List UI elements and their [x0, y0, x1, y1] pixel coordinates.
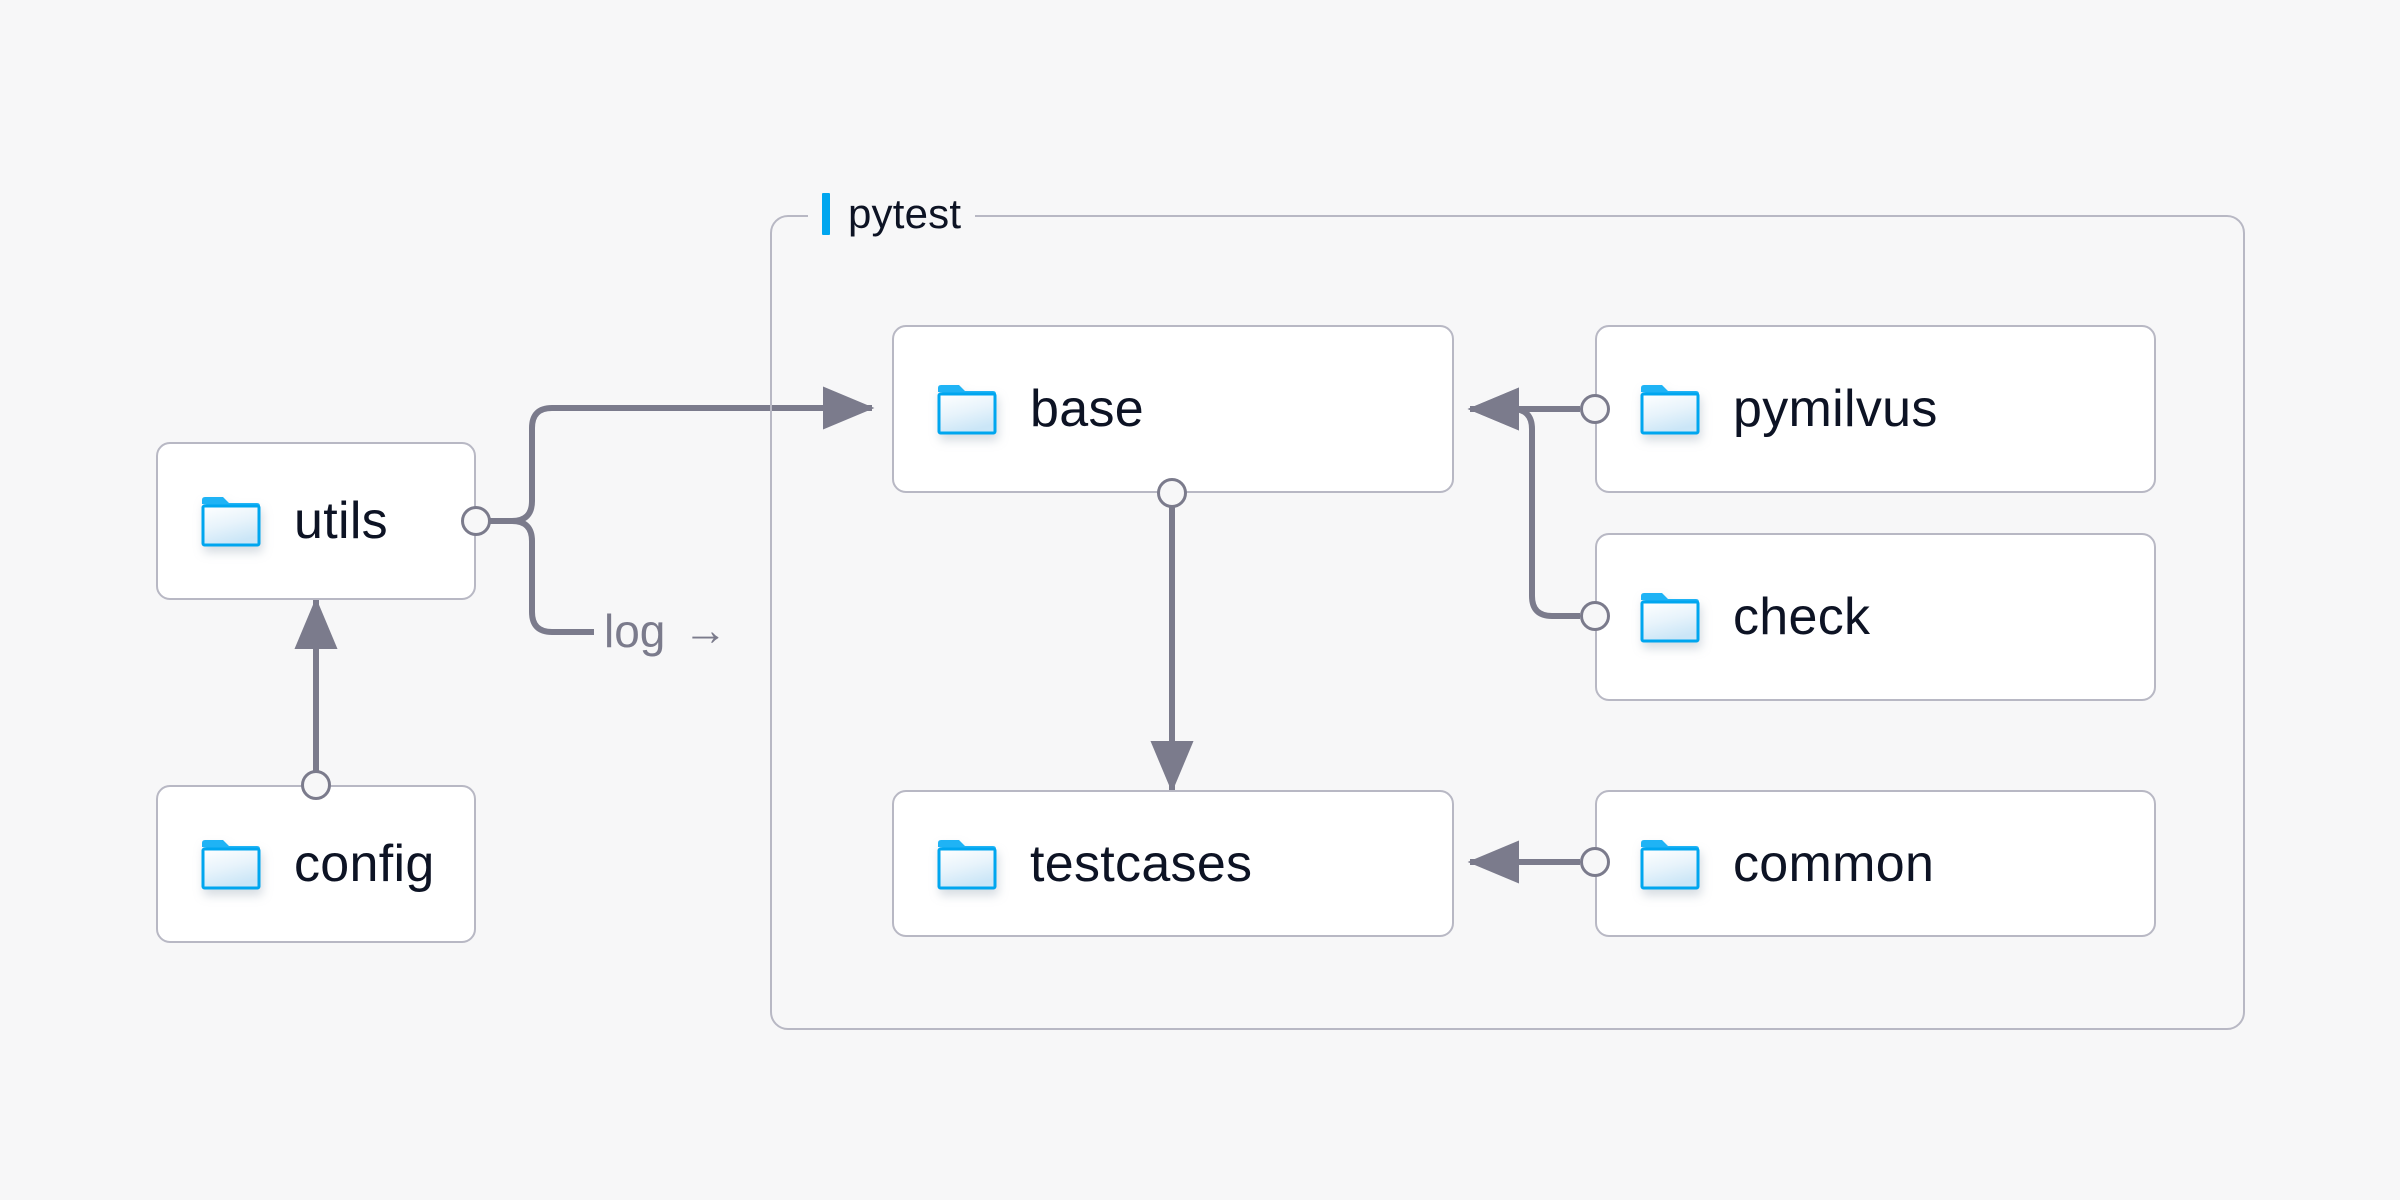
- node-pymilvus-label: pymilvus: [1733, 380, 1938, 438]
- node-check-label: check: [1733, 588, 1871, 646]
- group-pytest-label: pytest: [808, 187, 976, 241]
- folder-icon: [936, 837, 998, 891]
- node-testcases[interactable]: testcases: [892, 790, 1454, 937]
- node-pymilvus[interactable]: pymilvus: [1595, 325, 2156, 493]
- port-utils-right[interactable]: [461, 506, 491, 536]
- edge-utils-log: [511, 518, 594, 635]
- node-config-label: config: [294, 835, 435, 893]
- port-check-left[interactable]: [1580, 601, 1610, 631]
- folder-icon: [1639, 590, 1701, 644]
- arrow-right-icon: →: [683, 606, 728, 655]
- node-utils[interactable]: utils: [156, 442, 476, 600]
- port-base-bottom[interactable]: [1157, 478, 1187, 508]
- group-pytest-label-text: pytest: [848, 190, 962, 237]
- group-pytest: [770, 215, 2245, 1030]
- folder-icon: [1639, 837, 1701, 891]
- folder-icon: [200, 494, 262, 548]
- folder-icon: [936, 382, 998, 436]
- node-common[interactable]: common: [1595, 790, 2156, 937]
- edge-label-log: log →: [594, 604, 738, 658]
- folder-icon: [200, 837, 262, 891]
- node-testcases-label: testcases: [1030, 834, 1253, 893]
- port-common-left[interactable]: [1580, 847, 1610, 877]
- port-config-top[interactable]: [301, 770, 331, 800]
- group-accent-bar: [822, 193, 830, 235]
- node-common-label: common: [1733, 834, 1935, 893]
- node-base[interactable]: base: [892, 325, 1454, 493]
- node-utils-label: utils: [294, 492, 388, 550]
- folder-icon: [1639, 382, 1701, 436]
- node-base-label: base: [1030, 380, 1144, 438]
- node-config[interactable]: config: [156, 785, 476, 943]
- node-check[interactable]: check: [1595, 533, 2156, 701]
- port-pymilvus-left[interactable]: [1580, 394, 1610, 424]
- edge-label-log-text: log: [604, 605, 666, 657]
